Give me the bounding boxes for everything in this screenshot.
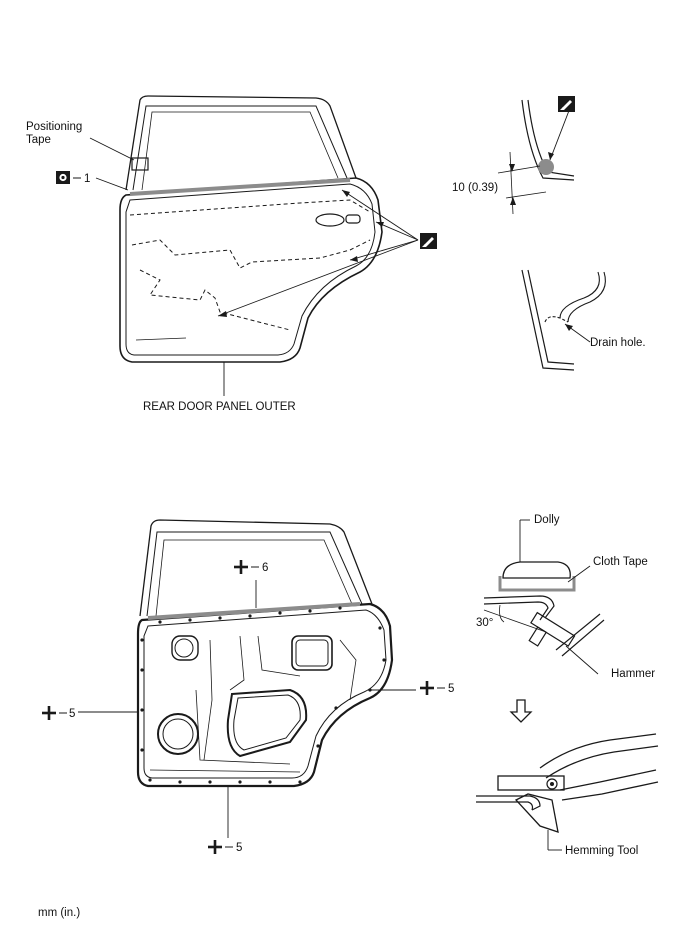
door-body <box>119 177 383 363</box>
drain-hole-label: Drain hole. <box>590 337 646 349</box>
drain-hole-detail <box>521 269 606 371</box>
door-handle <box>315 213 345 227</box>
rear-door-outer-illustration <box>89 95 419 396</box>
adhesive-brush-icon-detail <box>558 96 575 112</box>
step-1-number: 1 <box>84 173 90 185</box>
weld-plus-icon-left <box>42 706 56 720</box>
hemming-tool-jaw <box>497 775 565 791</box>
adhesive-bead <box>538 159 554 175</box>
remove-install-icon <box>56 171 70 184</box>
dolly <box>502 561 571 579</box>
cloth-tape-label: Cloth Tape <box>593 556 648 568</box>
belt-seal <box>129 178 351 196</box>
inner-door-body <box>136 602 394 788</box>
hemming-tool-label: Hemming Tool <box>565 845 638 857</box>
window-frame <box>125 95 357 191</box>
hemming-tool-detail <box>476 733 659 851</box>
step-6-number: 6 <box>262 562 268 574</box>
positioning-tape-marker <box>131 157 149 171</box>
weld-plus-icon-right <box>420 681 434 695</box>
angle-label: 30° <box>476 617 493 629</box>
rear-door-panel-outer-label: REAR DOOR PANEL OUTER <box>143 401 296 413</box>
adhesive-section-detail <box>497 99 575 215</box>
adhesive-brush-icon <box>420 233 437 249</box>
positioning-tape-label: Positioning <box>26 121 82 133</box>
down-outline-arrow-icon <box>509 699 533 723</box>
dolly-label: Dolly <box>534 514 560 526</box>
hammer-label: Hammer <box>611 668 655 680</box>
units-label: mm (in.) <box>38 907 80 919</box>
weld-plus-icon-bottom <box>208 840 222 854</box>
step-5-bottom-number: 5 <box>236 842 242 854</box>
dimension-label: 10 (0.39) <box>452 182 498 194</box>
weld-plus-icon-top <box>234 560 248 574</box>
step-5-right-number: 5 <box>448 683 454 695</box>
step-5-left-number: 5 <box>69 708 75 720</box>
rear-door-inner-illustration <box>78 519 416 838</box>
positioning-tape-label-2: Tape <box>26 134 51 146</box>
dolly-hammer-detail <box>483 519 605 675</box>
